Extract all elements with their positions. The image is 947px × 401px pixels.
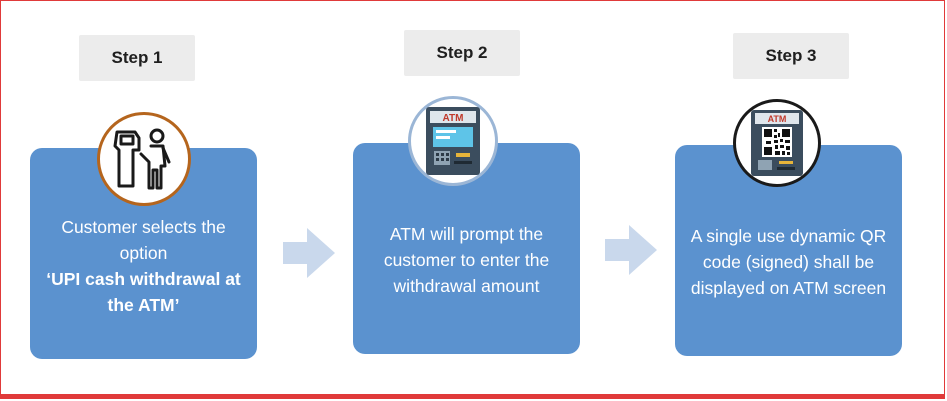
atm-machine-icon: ATM [408,96,498,186]
atm-sign-label: ATM [768,114,787,124]
step-1-emphasis: ‘UPI cash withdrawal at the ATM’ [46,269,241,315]
step-2-tab: Step 2 [404,30,520,76]
atm-qr-code-icon: ATM [733,99,821,187]
arrow-right-icon [605,225,657,275]
atm-sign-label: ATM [443,113,464,124]
step-1-text: Customer selects the option ‘UPI cash wi… [40,214,247,318]
step-2-text: ATM will prompt the customer to enter th… [383,224,550,296]
step-3-tab: Step 3 [733,33,849,79]
customer-at-kiosk-icon [113,128,171,190]
arrow-right-icon [283,228,335,278]
customer-at-kiosk-icon [97,112,191,206]
step-1-tab: Step 1 [79,35,195,81]
step-1-card: Customer selects the option ‘UPI cash wi… [30,148,257,359]
step-3-text: A single use dynamic QR code (signed) sh… [690,226,887,298]
atm-qr-code-icon: ATM [751,110,803,176]
atm-machine-icon: ATM [426,107,480,175]
step-1-description: Customer selects the option [61,217,226,263]
